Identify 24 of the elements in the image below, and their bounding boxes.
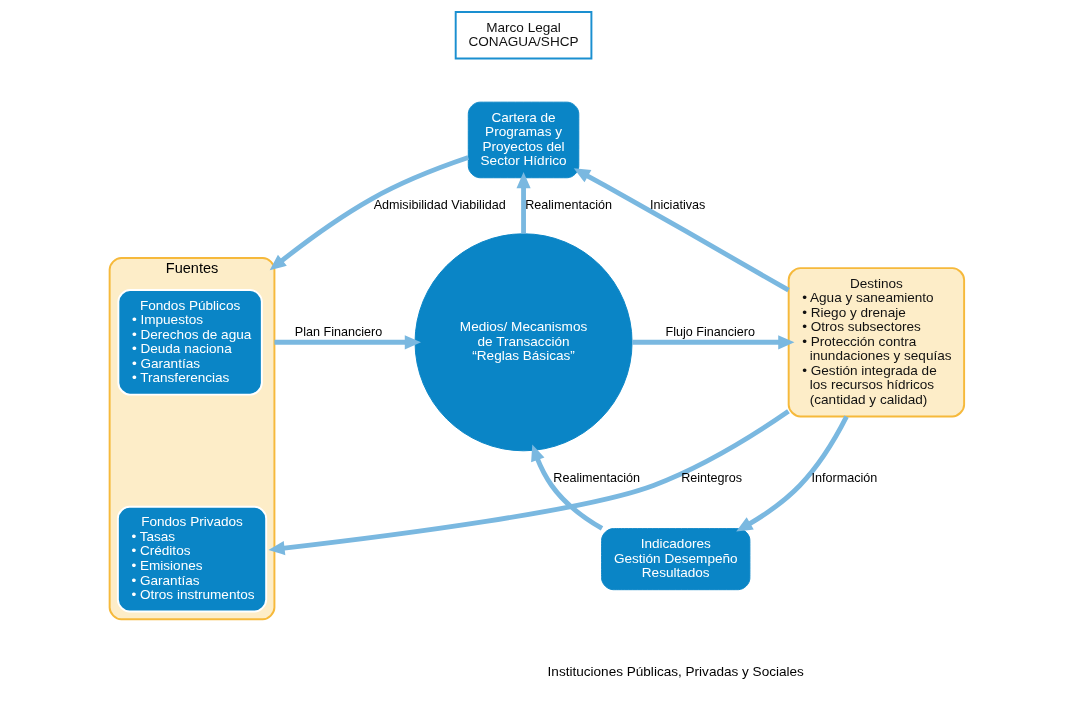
arrow (573, 168, 790, 293)
edge-label: Admisibilidad Viabilidad (373, 198, 506, 213)
arrow (735, 415, 849, 532)
label: Instituciones Públicas, Privadas y Sociales (547, 664, 804, 680)
node-box: Indicadores Gestión Desempeño Resultados (600, 528, 750, 591)
node-box: Cartera de Programas y Proyectos del Sector Hídrico (467, 101, 579, 179)
edge-label: Reintegros (680, 470, 742, 485)
arrow (631, 335, 794, 350)
arrow (269, 155, 469, 271)
node-box: Marco Legal CONAGUA/SHCP (454, 11, 592, 60)
edge-label: Plan Financiero (294, 324, 382, 339)
node-box: Destinos • Agua y saneamiento • Riego y drenaje • Otros subsectores • Protección contra inundaciones y sequías • Gestión integrada de los recursos hídricos (cantidad y calidad) (787, 267, 965, 418)
edge-label: Información (811, 470, 877, 485)
edge-label: Iniciativas (649, 198, 705, 213)
node-circle: Medios/ Mecanismos de Transacción “Reglas Básicas” (414, 233, 633, 452)
node-box: Fondos Públicos • Impuestos • Derechos de agua • Deuda naciona • Garantías • Transferencias (116, 288, 263, 396)
node-box: Fondos Privados • Tasas • Créditos • Emisiones • Garantías • Otros instrumentos (116, 505, 267, 613)
edge-label: Realimentación (524, 198, 612, 213)
arrow (267, 409, 790, 556)
arrow (530, 444, 603, 531)
edge-label: Flujo Financiero (664, 324, 755, 339)
arrow (515, 172, 531, 234)
edge-label: Realimentación (552, 470, 640, 485)
arrow (273, 335, 421, 350)
